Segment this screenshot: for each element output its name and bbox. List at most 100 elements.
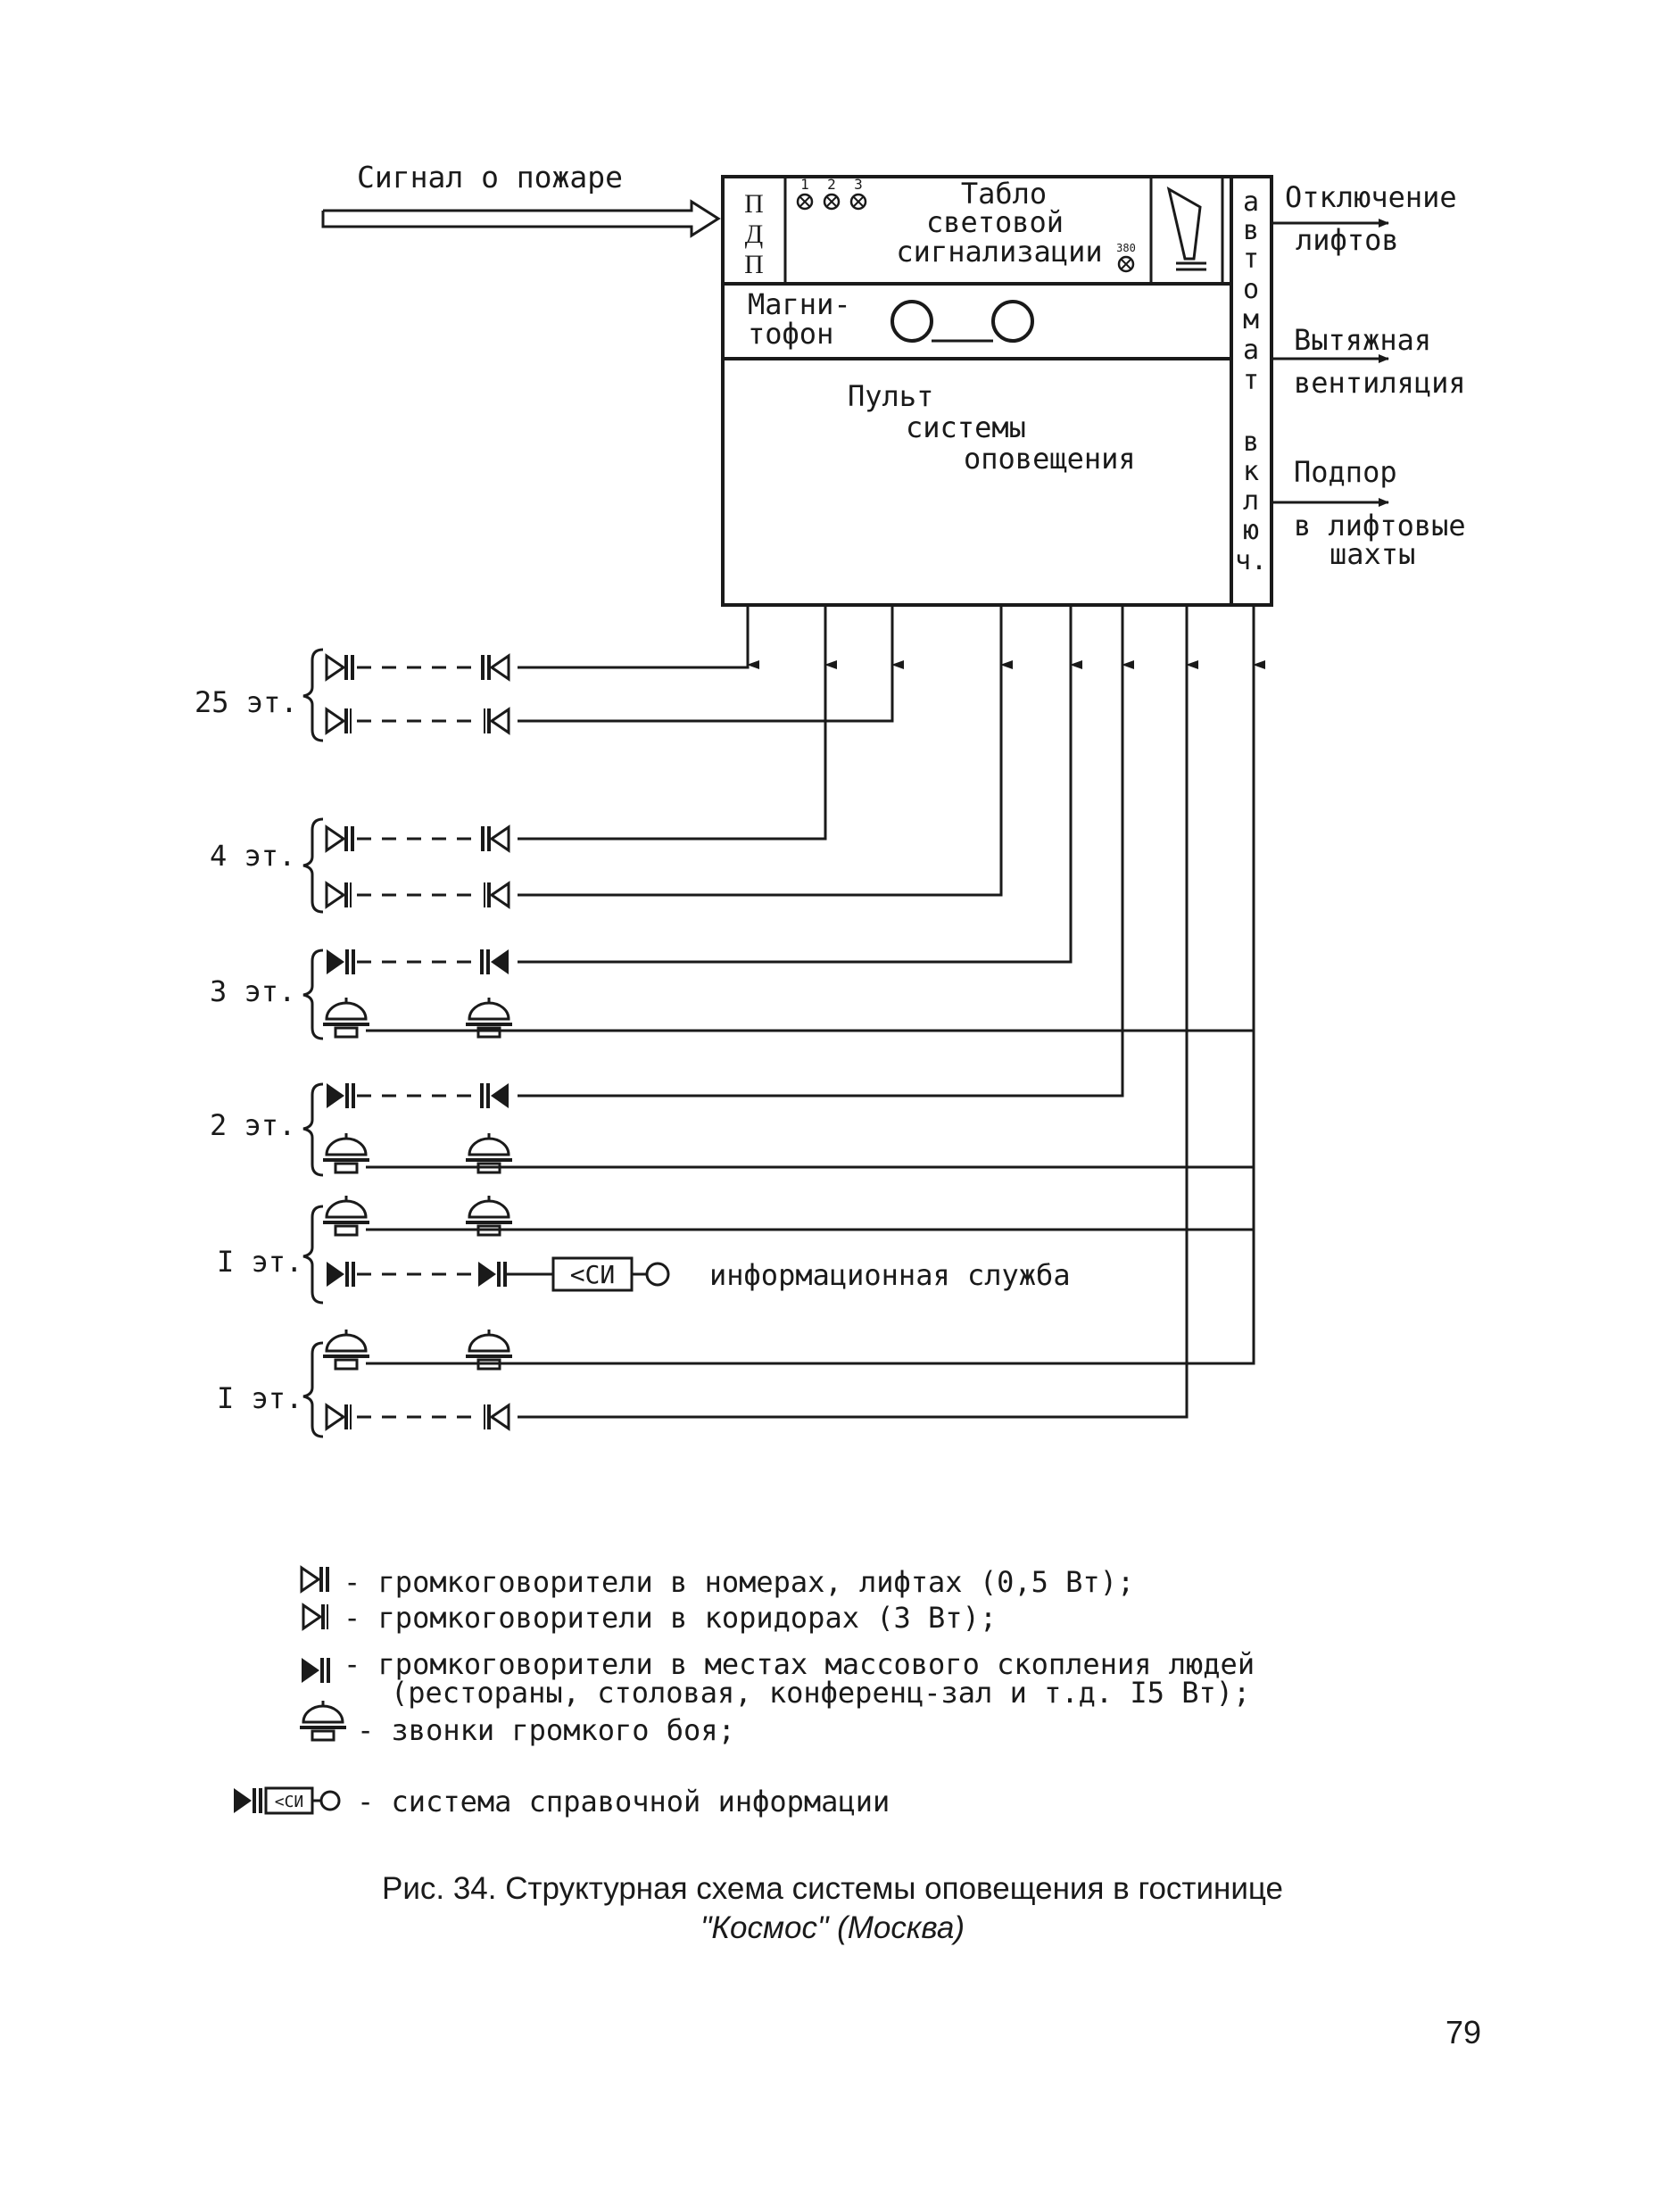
svg-text:о: о [1243, 274, 1259, 305]
lamp-icon [1117, 255, 1135, 273]
mass-speaker-icon [302, 1658, 330, 1683]
svg-text:1: 1 [800, 176, 809, 193]
figure-caption-place: "Космос" (Москва) [700, 1910, 965, 1945]
operator-icon [319, 1790, 341, 1811]
bell-icon [321, 1328, 371, 1371]
svg-text:т: т [1243, 244, 1259, 275]
floor-label: 4 эт. [210, 839, 295, 873]
lamp-icon [796, 193, 814, 211]
svg-text:сигнализации: сигнализации [896, 235, 1102, 269]
svg-text:световой: световой [926, 205, 1064, 239]
automatic-switch-label: а в т о м а т в к л ю ч. [1235, 186, 1267, 576]
svg-text:Подпор: Подпор [1294, 455, 1397, 489]
legend-room-speakers: - громкоговорители в номерах, лифтах (0,… [344, 1565, 1134, 1599]
svg-text:в лифтовые: в лифтовые [1294, 509, 1466, 543]
legend-bells: - звонки громкого боя; [357, 1713, 735, 1747]
floor-1-info: I эт. <СИ информационная служба [217, 1194, 1071, 1305]
svg-text:380: 380 [1116, 242, 1136, 254]
svg-text:лифтов: лифтов [1296, 223, 1399, 257]
floor-3: 3 эт. [210, 949, 514, 1040]
console-block [721, 175, 1273, 607]
svg-text:а: а [1243, 186, 1259, 218]
svg-text:тофон: тофон [748, 317, 833, 351]
figure-caption: Рис. 34. Структурная схема системы опове… [382, 1871, 1283, 1906]
legend-corridor-speakers: - громкоговорители в коридорах (3 Вт); [344, 1601, 997, 1635]
room-speaker-icon [325, 653, 356, 682]
svg-text:м: м [1243, 304, 1259, 336]
horn-icon [1166, 186, 1206, 271]
legend-info-system: - система справочной информации [357, 1785, 890, 1818]
legend-mass-speakers-note: (рестораны, столовая, конференц-зал и т.… [391, 1676, 1250, 1710]
corridor-speaker-icon [483, 707, 510, 735]
svg-text:вентиляция: вентиляция [1294, 366, 1466, 400]
svg-text:в: в [1243, 215, 1259, 246]
output-shaft-pressurization: Подпор в лифтовые шахты [1272, 455, 1466, 571]
svg-text:П: П [744, 189, 764, 219]
mass-speaker-icon [327, 1083, 355, 1108]
bell-icon [321, 996, 371, 1039]
legend: - громкоговорители в номерах, лифтах (0,… [234, 1565, 1255, 1818]
floor-25: 25 эт. [195, 648, 510, 742]
floor-4: 4 эт. [210, 817, 510, 914]
svg-text:<СИ: <СИ [570, 1260, 616, 1289]
output-elevator-shutdown: Отключение лифтов [1272, 180, 1457, 257]
corridor-speaker-icon [302, 1603, 329, 1631]
ppp-detector-label: П Д П [744, 189, 764, 279]
lamp-icon [849, 193, 867, 211]
svg-text:системы: системы [906, 410, 1026, 444]
mass-speaker-icon [234, 1788, 262, 1813]
feeder-lines [375, 605, 1265, 1419]
svg-text:<СИ: <СИ [275, 1793, 304, 1811]
svg-text:Вытяжная: Вытяжная [1294, 323, 1431, 357]
console-label: Пульт системы оповещения [848, 379, 1136, 476]
tablo-label: Табло световой сигнализации 380 [896, 177, 1136, 273]
svg-text:оповещения: оповещения [964, 442, 1136, 476]
floor-label: 2 эт. [210, 1108, 295, 1142]
room-speaker-icon [300, 1565, 331, 1594]
page-number: 79 [1445, 2014, 1481, 2050]
corridor-speaker-icon [483, 1403, 510, 1431]
mass-speaker-icon [478, 1262, 507, 1287]
svg-text:Отключение: Отключение [1285, 180, 1457, 214]
svg-text:Пульт: Пульт [848, 379, 933, 413]
room-speaker-icon [479, 824, 510, 853]
floor-1: I эт. [217, 1328, 514, 1438]
room-speaker-icon [479, 653, 510, 682]
floor-label: I эт. [217, 1245, 302, 1279]
bell-icon [298, 1699, 348, 1742]
bell-icon [321, 1194, 371, 1237]
mass-speaker-icon [480, 1083, 509, 1108]
tape-reel-icon [991, 300, 1034, 343]
svg-text:ю: ю [1243, 515, 1259, 546]
mass-speaker-icon [327, 1262, 355, 1287]
floor-label: I эт. [217, 1381, 302, 1415]
mass-speaker-icon [480, 949, 509, 974]
svg-text:П: П [744, 250, 764, 279]
fire-signal-label: Сигнал о пожаре [357, 160, 623, 195]
fire-signal-arrow [321, 199, 721, 238]
indicator-lamps: 1 2 3 [796, 176, 867, 211]
corridor-speaker-icon [325, 707, 352, 735]
svg-text:т: т [1243, 365, 1259, 396]
output-exhaust-ventilation: Вытяжная вентиляция [1272, 323, 1466, 400]
svg-text:в: в [1243, 427, 1259, 458]
corridor-speaker-icon [483, 881, 510, 909]
floor-2: 2 эт. [210, 1082, 514, 1177]
corridor-speaker-icon [325, 1403, 352, 1431]
svg-text:Д: Д [745, 220, 763, 249]
corridor-speaker-icon [325, 881, 352, 909]
svg-text:к: к [1243, 456, 1259, 487]
operator-icon [645, 1262, 670, 1287]
room-speaker-icon [325, 824, 356, 853]
floor-label: 3 эт. [210, 974, 295, 1008]
svg-text:ч.: ч. [1235, 545, 1267, 576]
floor-label: 25 эт. [195, 685, 298, 719]
tape-recorder: Магни- тофон [748, 287, 1034, 351]
svg-text:Табло: Табло [961, 177, 1047, 211]
tape-reel-icon [890, 300, 933, 343]
svg-text:л: л [1243, 485, 1259, 517]
svg-text:Магни-: Магни- [748, 287, 851, 321]
legend-mass-speakers: - громкоговорители в местах массового ск… [344, 1647, 1255, 1681]
svg-text:а: а [1243, 335, 1259, 366]
